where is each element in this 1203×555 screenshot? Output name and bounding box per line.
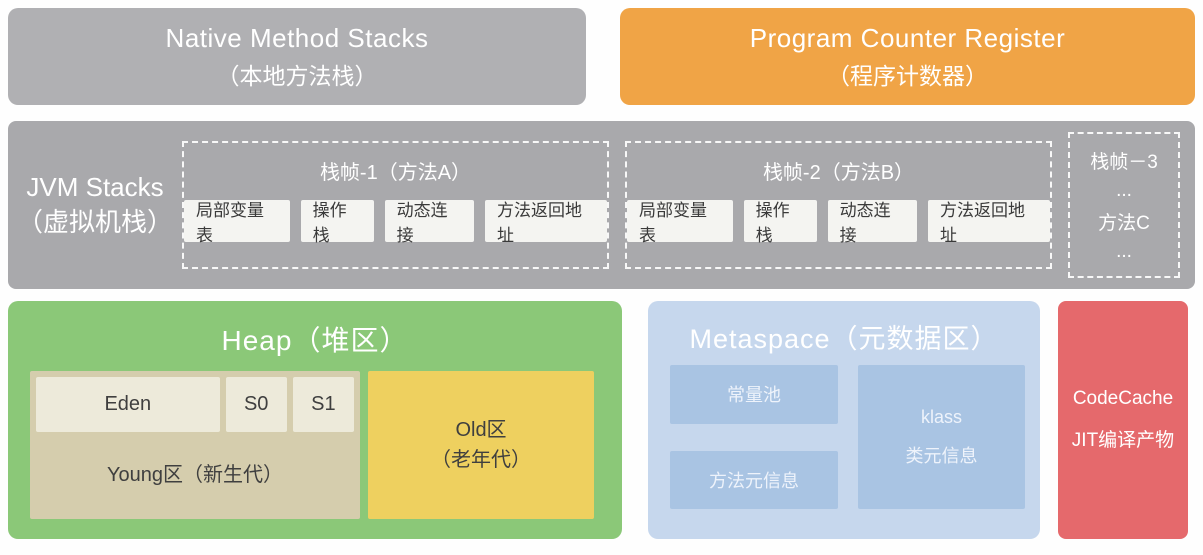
native-method-stacks-title: Native Method Stacks xyxy=(165,22,429,53)
klass-subtitle: 类元信息 xyxy=(905,445,978,466)
stack-frame-1-title: 栈帧-1（方法A） xyxy=(319,162,472,184)
program-counter-register-title: Program Counter Register xyxy=(749,22,1066,53)
jvm-stacks-label-en: JVM Stacks xyxy=(26,171,164,202)
heap-box: Heap（堆区） Eden S0 S1 Young区（新生代） Old区 （老年… xyxy=(8,301,622,539)
top-row: Native Method Stacks （本地方法栈） Program Cou… xyxy=(8,8,1195,105)
slot-operand-stack: 操作栈 xyxy=(300,200,374,245)
stack-frame-3-title: 栈帧－3 xyxy=(1090,152,1158,173)
program-counter-register-box: Program Counter Register （程序计数器） xyxy=(620,8,1195,105)
jvm-stacks-box: JVM Stacks （虚拟机栈） 栈帧-1（方法A） 局部变量表 操作栈 动态… xyxy=(8,121,1195,289)
codecache-box: CodeCache JIT编译产物 xyxy=(1058,301,1188,539)
heap-content: Eden S0 S1 Young区（新生代） Old区 （老年代） xyxy=(30,371,594,519)
stack-frame-1-slots: 局部变量表 操作栈 动态连接 方法返回地址 xyxy=(184,200,607,245)
slot-local-variable-table: 局部变量表 xyxy=(627,200,733,245)
survivor0-box: S0 xyxy=(225,377,287,432)
stack-frame-2: 栈帧-2（方法B） 局部变量表 操作栈 动态连接 方法返回地址 xyxy=(625,141,1052,269)
slot-return-address: 方法返回地址 xyxy=(485,200,607,245)
eden-box: Eden xyxy=(36,377,220,432)
metaspace-left-column: 常量池 方法元信息 xyxy=(670,365,838,509)
slot-dynamic-linking: 动态连接 xyxy=(384,200,474,245)
slot-operand-stack: 操作栈 xyxy=(743,200,817,245)
survivor1-box: S1 xyxy=(292,377,354,432)
native-method-stacks-box: Native Method Stacks （本地方法栈） xyxy=(8,8,586,105)
old-generation-title: Old区 xyxy=(455,419,507,441)
young-generation-cells: Eden S0 S1 xyxy=(36,377,354,432)
metaspace-box: Metaspace（元数据区） 常量池 方法元信息 klass 类元信息 xyxy=(648,301,1040,539)
constant-pool-box: 常量池 xyxy=(670,365,838,424)
stack-frame-3-ellipsis-top: ... xyxy=(1116,180,1132,201)
klass-title: klass xyxy=(920,406,962,427)
stack-frame-2-slots: 局部变量表 操作栈 动态连接 方法返回地址 xyxy=(627,200,1050,245)
heap-title: Heap（堆区） xyxy=(221,325,409,356)
slot-dynamic-linking: 动态连接 xyxy=(827,200,917,245)
program-counter-register-subtitle: （程序计数器） xyxy=(827,62,988,89)
codecache-subtitle: JIT编译产物 xyxy=(1071,430,1175,451)
old-generation-box: Old区 （老年代） xyxy=(368,371,594,519)
stack-frame-3-ellipsis-bottom: ... xyxy=(1116,241,1132,262)
native-method-stacks-subtitle: （本地方法栈） xyxy=(216,62,378,89)
stack-frame-2-title: 栈帧-2（方法B） xyxy=(762,162,915,184)
young-generation-box: Eden S0 S1 Young区（新生代） xyxy=(30,371,360,519)
codecache-title: CodeCache xyxy=(1072,388,1174,409)
slot-local-variable-table: 局部变量表 xyxy=(184,200,290,245)
stack-frame-1: 栈帧-1（方法A） 局部变量表 操作栈 动态连接 方法返回地址 xyxy=(182,141,609,269)
old-generation-subtitle: （老年代） xyxy=(431,449,531,471)
method-metadata-box: 方法元信息 xyxy=(670,450,838,509)
jvm-stacks-label: JVM Stacks （虚拟机栈） xyxy=(8,170,182,240)
stack-frame-3: 栈帧－3 ... 方法C ... xyxy=(1068,132,1180,278)
klass-box: klass 类元信息 xyxy=(858,365,1025,509)
slot-return-address: 方法返回地址 xyxy=(928,200,1050,245)
metaspace-content: 常量池 方法元信息 klass 类元信息 xyxy=(670,365,1025,509)
stack-frame-3-method: 方法C xyxy=(1098,213,1150,234)
metaspace-title: Metaspace（元数据区） xyxy=(689,324,999,354)
young-generation-label: Young区（新生代） xyxy=(107,464,283,486)
jvm-stacks-label-zh: （虚拟机栈） xyxy=(16,207,173,237)
bottom-row: Heap（堆区） Eden S0 S1 Young区（新生代） Old区 （老年… xyxy=(8,301,1195,539)
